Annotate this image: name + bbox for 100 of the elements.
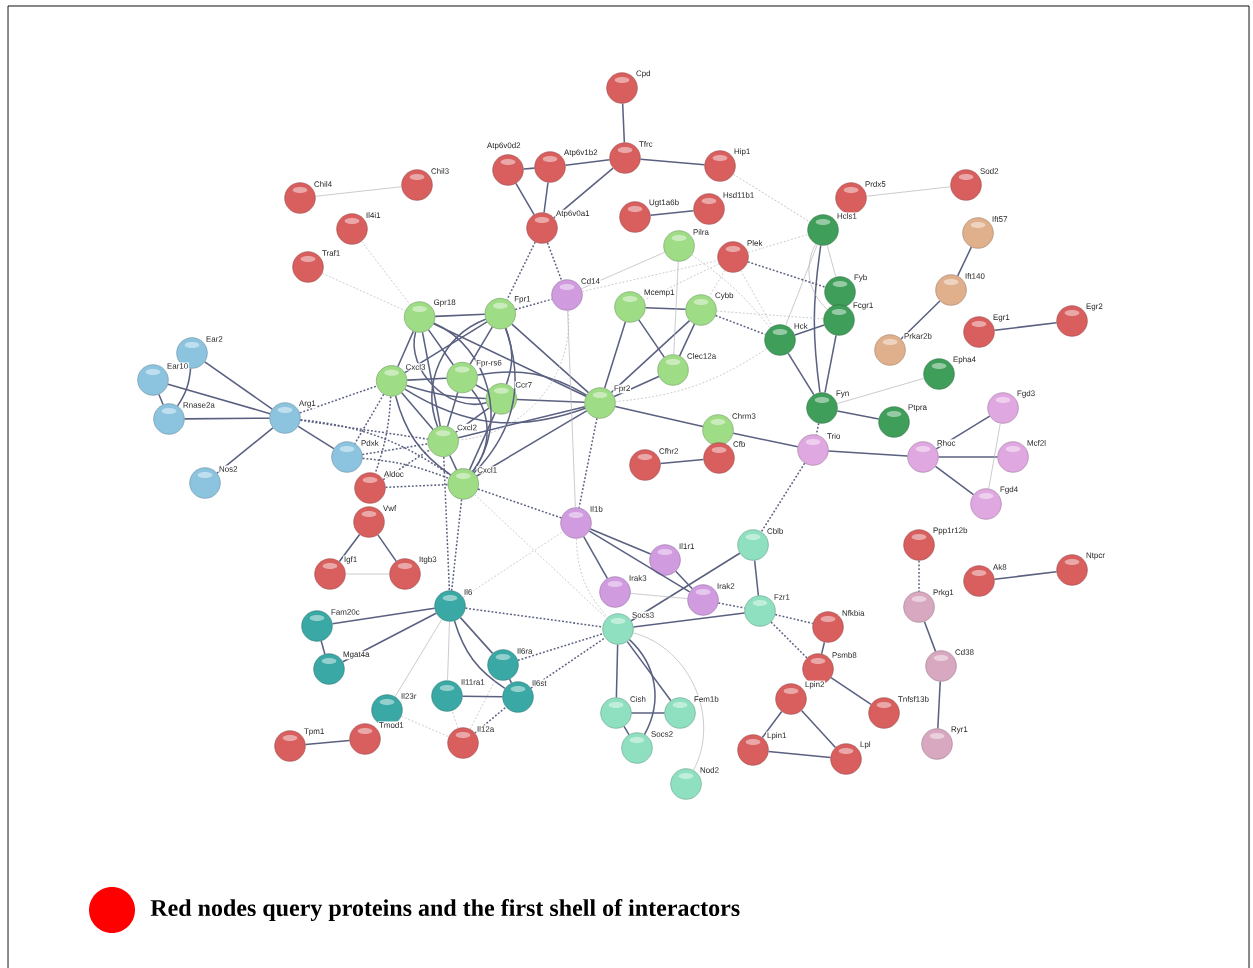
network-edge <box>934 465 975 496</box>
network-edge <box>361 457 450 480</box>
protein-node <box>1056 305 1088 337</box>
protein-node <box>401 169 433 201</box>
network-edge <box>993 322 1058 331</box>
protein-node <box>313 653 345 685</box>
network-edge <box>462 531 564 598</box>
network-edge <box>453 620 506 690</box>
protein-node <box>485 383 517 415</box>
network-edge <box>770 621 808 659</box>
network-edge <box>475 410 588 477</box>
network-edge <box>546 241 563 282</box>
network-edge <box>517 632 604 662</box>
protein-node <box>907 441 939 473</box>
protein-node <box>602 613 634 645</box>
network-edge <box>589 528 652 555</box>
protein-node <box>189 467 221 499</box>
network-edge <box>397 330 415 368</box>
protein-node <box>685 294 717 326</box>
network-edge <box>567 310 576 508</box>
network-edge <box>468 412 496 471</box>
protein-node <box>431 680 463 712</box>
protein-node <box>925 650 957 682</box>
network-edge <box>827 450 909 457</box>
protein-node <box>354 472 386 504</box>
protein-node <box>502 681 534 713</box>
network-edge <box>299 419 429 440</box>
legend-text: Red nodes query proteins and the first shell of interactors <box>150 898 740 922</box>
network-edge <box>937 680 941 730</box>
network-edge <box>374 395 392 474</box>
network-edge <box>469 326 493 365</box>
network-edge <box>522 167 536 170</box>
network-edge <box>413 331 488 406</box>
protein-node <box>269 402 301 434</box>
network-edge <box>747 234 809 253</box>
protein-node <box>962 217 994 249</box>
network-edge <box>630 593 688 599</box>
network-edge <box>464 607 604 628</box>
protein-node <box>649 544 681 576</box>
network-edge <box>297 425 335 450</box>
network-edge <box>632 632 705 771</box>
network-edge <box>830 676 872 706</box>
network-edge <box>475 384 489 393</box>
network-edge <box>158 393 164 406</box>
network-edge <box>338 533 361 563</box>
protein-node <box>823 304 855 336</box>
protein-node <box>797 434 829 466</box>
network-edge <box>826 244 837 278</box>
network-edge <box>183 417 271 420</box>
network-edge <box>443 456 451 592</box>
network-edge <box>421 331 441 427</box>
protein-node <box>921 728 953 760</box>
network-edge <box>794 324 825 336</box>
protein-node <box>737 734 769 766</box>
network-edge <box>377 534 397 562</box>
network-edge <box>432 323 587 398</box>
protein-node <box>403 301 436 333</box>
network-edge <box>581 260 719 292</box>
protein-node <box>657 354 689 386</box>
network-edge <box>621 102 626 144</box>
network-edge <box>394 619 443 697</box>
network-edge <box>514 298 553 311</box>
protein-node <box>670 768 702 800</box>
protein-node <box>812 611 844 643</box>
network-edge <box>451 710 459 729</box>
protein-node <box>703 442 735 474</box>
network-edge <box>461 695 504 698</box>
protein-node <box>878 406 910 438</box>
network-edge <box>474 494 607 619</box>
network-edge <box>505 327 513 385</box>
network-edge <box>614 405 704 428</box>
network-edge <box>354 393 385 445</box>
network-edge <box>659 458 705 465</box>
protein-node <box>551 279 583 311</box>
network-edge <box>767 750 832 759</box>
network-edge <box>471 389 488 473</box>
network-edge <box>615 348 768 402</box>
network-edge <box>342 612 437 663</box>
network-edge <box>576 538 608 618</box>
network-edge <box>808 243 828 310</box>
network-edge <box>427 329 454 366</box>
network-edge <box>923 620 937 653</box>
network-edge <box>449 454 458 471</box>
network-edge <box>732 432 799 448</box>
protein-node <box>336 213 368 245</box>
protein-node <box>874 334 906 366</box>
network-edge <box>469 678 497 730</box>
protein-node <box>446 361 478 394</box>
network-edge <box>956 246 973 277</box>
network-edge <box>747 261 826 288</box>
protein-node <box>717 241 749 273</box>
protein-node <box>314 558 346 590</box>
network-edge <box>937 456 999 458</box>
protein-node <box>702 414 734 446</box>
network-edge <box>675 570 693 590</box>
network-edge <box>530 637 606 689</box>
protein-node <box>903 529 935 561</box>
network-edge <box>476 371 588 396</box>
network-edge <box>299 385 378 414</box>
network-edge <box>678 323 696 357</box>
